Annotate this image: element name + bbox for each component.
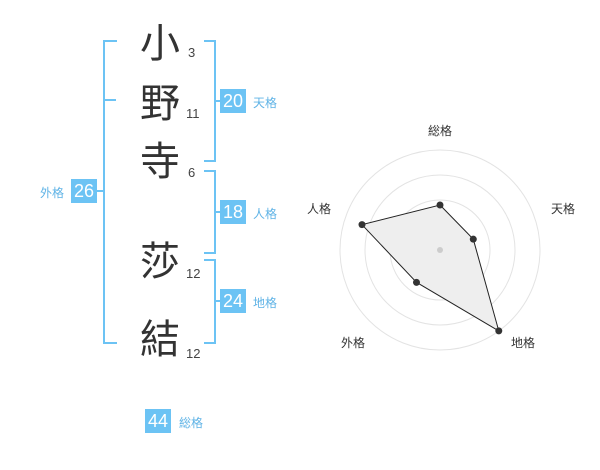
stroke-count-5: 12 — [186, 346, 201, 361]
chi-badge: 24 — [220, 289, 247, 313]
stroke-count-1: 3 — [188, 45, 196, 60]
radar-axis-label-gai: 外格 — [341, 336, 366, 350]
radar-center — [437, 247, 443, 253]
radar-point-3 — [412, 278, 420, 286]
radar-ring-4 — [339, 149, 541, 351]
sou-label: 総格 — [179, 416, 204, 430]
radar-point-0 — [436, 201, 444, 209]
sou-badge: 44 — [145, 409, 172, 433]
ten-connector — [214, 100, 220, 102]
radar-axis-label-ten: 天格 — [551, 202, 576, 216]
chi-connector — [214, 300, 220, 302]
gai-bracket-tick-top — [104, 99, 116, 101]
stroke-count-4: 12 — [186, 266, 201, 281]
name-char-4: 莎 — [140, 239, 180, 285]
radar-point-1 — [469, 235, 477, 243]
jin-badge: 18 — [220, 200, 247, 224]
radar-ring-3 — [364, 174, 516, 326]
radar-axis-label-chi: 地格 — [511, 336, 536, 350]
radar-axis-label-jin: 人格 — [307, 202, 332, 216]
gai-badge: 26 — [71, 179, 98, 203]
name-char-2: 野 — [140, 81, 180, 127]
name-char-1: 小 — [140, 21, 180, 67]
radar-axis-label-sou: 総格 — [428, 124, 453, 138]
stroke-count-3: 6 — [188, 165, 196, 180]
gai-connector — [97, 190, 103, 192]
name-char-5: 結 — [140, 317, 180, 363]
ten-label: 天格 — [253, 96, 278, 110]
radar-point-2 — [495, 327, 503, 335]
jin-connector — [214, 211, 220, 213]
radar-point-4 — [358, 221, 366, 229]
name-char-3: 寺 — [140, 139, 180, 185]
radar-points — [358, 201, 503, 335]
radar-area — [361, 204, 500, 332]
ten-badge: 20 — [220, 89, 247, 113]
chi-label: 地格 — [253, 296, 278, 310]
stroke-count-2: 11 — [186, 106, 200, 121]
gai-label: 外格 — [40, 186, 65, 200]
gai-bracket — [103, 40, 117, 344]
jin-label: 人格 — [253, 207, 278, 221]
